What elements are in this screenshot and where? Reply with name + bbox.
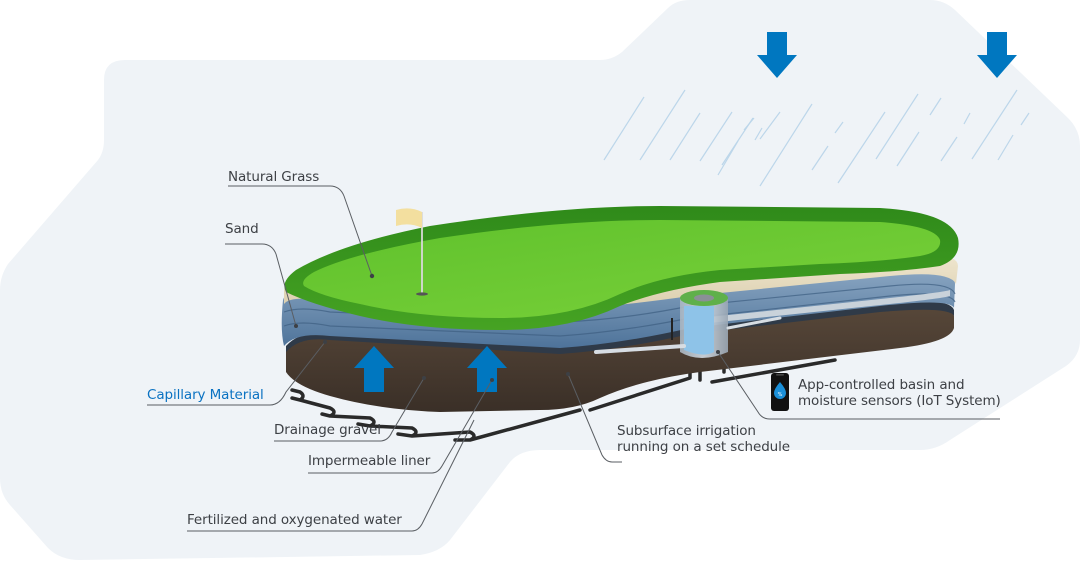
basin bbox=[594, 290, 782, 358]
water-drop-icon bbox=[774, 382, 786, 399]
label-natural-grass: Natural Grass bbox=[228, 169, 320, 185]
arrow-up-icon bbox=[354, 346, 394, 392]
grass-inner bbox=[303, 220, 941, 318]
leader-iot bbox=[717, 351, 1000, 420]
arrow-down-icon bbox=[757, 32, 797, 78]
rain-streaks bbox=[603, 89, 1030, 187]
smartphone-icon: % bbox=[771, 373, 789, 411]
label-iot-system: App-controlled basin and moisture sensor… bbox=[798, 377, 1001, 409]
soil-layer bbox=[286, 307, 954, 412]
label-iot-line1: App-controlled basin and bbox=[798, 377, 965, 393]
label-sand: Sand bbox=[225, 221, 259, 237]
label-impermeable-liner: Impermeable liner bbox=[308, 453, 431, 469]
leader-lines bbox=[147, 185, 1000, 532]
leader-capillary bbox=[147, 341, 326, 406]
label-subsurface-irrigation: Subsurface irrigation running on a set s… bbox=[617, 423, 790, 455]
golf-flag-icon bbox=[396, 208, 428, 296]
capillary-strip bbox=[700, 290, 950, 324]
phone-glyph: % bbox=[778, 392, 783, 398]
leader-liner bbox=[308, 379, 493, 474]
arrow-up-icon bbox=[467, 346, 507, 392]
leader-dots bbox=[294, 273, 720, 382]
leader-water bbox=[187, 419, 475, 532]
label-drainage-gravel: Drainage gravel bbox=[274, 422, 381, 438]
label-iot-line2: moisture sensors (IoT System) bbox=[798, 393, 1001, 409]
label-subsurface-line1: Subsurface irrigation bbox=[617, 423, 756, 439]
label-subsurface-line2: running on a set schedule bbox=[617, 439, 790, 455]
leader-natural-grass bbox=[228, 185, 373, 277]
label-fertilized-water: Fertilized and oxygenated water bbox=[187, 512, 402, 528]
leader-sand bbox=[225, 243, 297, 327]
leader-drainage bbox=[274, 377, 425, 442]
label-capillary-material: Capillary Material bbox=[147, 387, 264, 403]
leader-subsurface bbox=[567, 373, 622, 463]
arrow-down-icon bbox=[977, 32, 1017, 78]
